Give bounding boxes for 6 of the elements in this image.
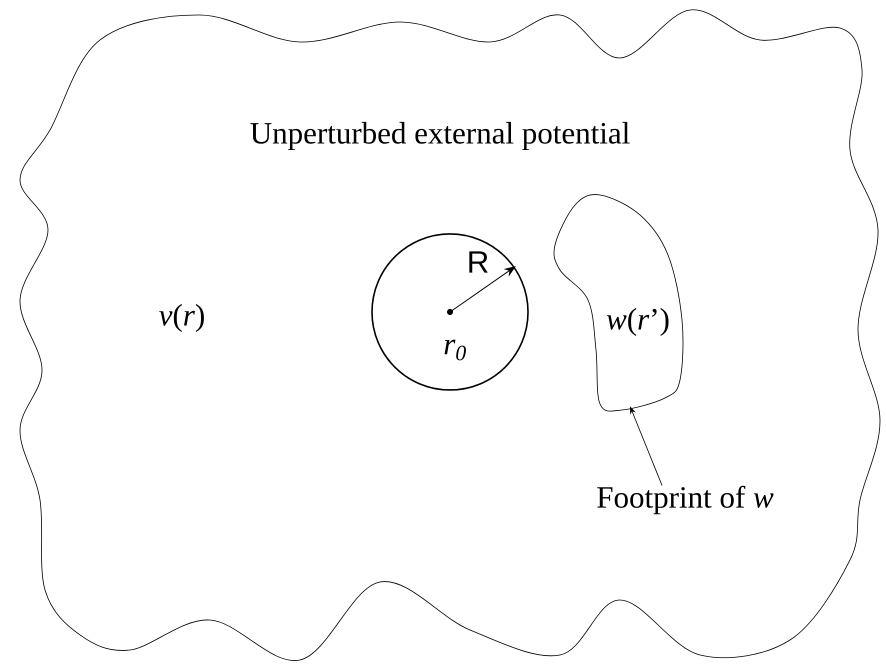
center-label: r$_{0}$ xyxy=(444,340,466,360)
footprint-region: w(r’) xyxy=(554,194,684,412)
region-title: Unperturbed external potential xyxy=(250,122,630,150)
footprint-label: Footprint of w xyxy=(597,486,774,514)
potential-label: v(r) xyxy=(159,304,204,332)
radius-label: R xyxy=(469,251,488,273)
